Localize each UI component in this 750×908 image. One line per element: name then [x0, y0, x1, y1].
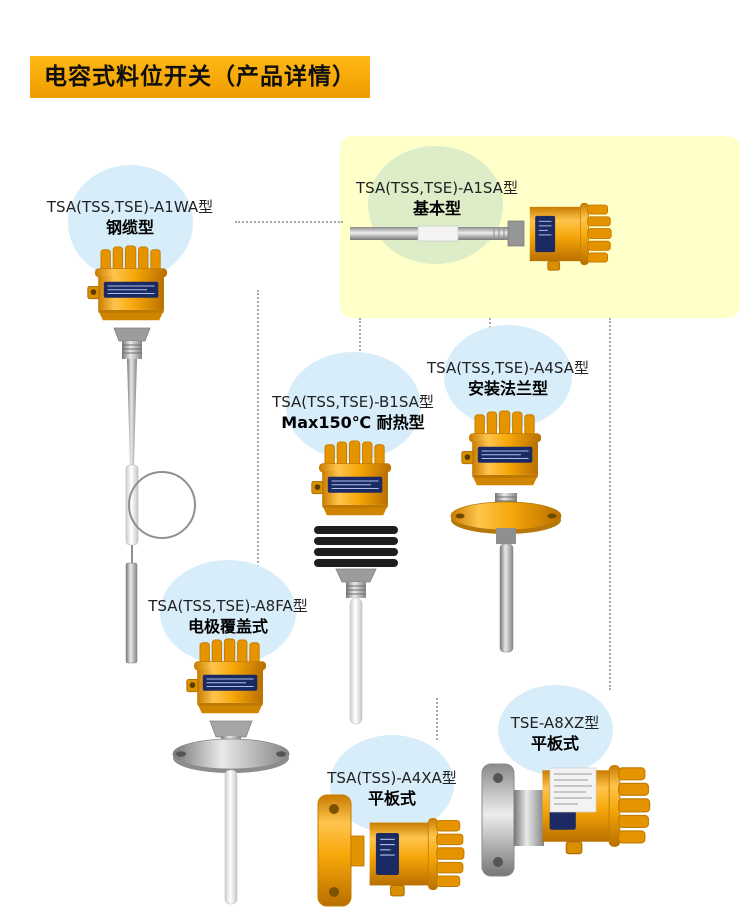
product-name: 安装法兰型	[467, 379, 548, 399]
connector-line	[436, 698, 438, 740]
product-label-b1sa: TSA(TSS,TSE)-B1SA型 Max150℃ 耐热型	[253, 392, 453, 434]
product-model: TSA(TSS,TSE)-B1SA型	[272, 393, 434, 411]
device-a4xa-plate-sensor-illustration	[317, 794, 465, 907]
product-label-a4xa: TSA(TSS)-A4XA型 平板式	[292, 768, 492, 810]
page-title: 电容式料位开关（产品详情）	[44, 64, 356, 90]
product-label-a8fa: TSA(TSS,TSE)-A8FA型 电极覆盖式	[128, 596, 328, 638]
product-name: 电极覆盖式	[187, 617, 268, 637]
page-title-banner: 电容式料位开关（产品详情）	[30, 56, 370, 98]
connector-line	[609, 318, 611, 690]
device-a8xz-plate-sensor-illustration	[481, 763, 651, 877]
device-a4sa-flange-sensor-illustration	[450, 410, 562, 653]
product-name: 平板式	[367, 789, 416, 809]
product-model: TSA(TSS)-A4XA型	[327, 769, 457, 787]
product-name: 钢缆型	[105, 218, 154, 238]
connector-line	[359, 318, 361, 378]
label-circle-a1sa	[368, 146, 503, 264]
device-a1wa-cable-sensor-illustration	[87, 245, 196, 664]
label-circle-a8xz	[498, 685, 613, 775]
product-name: 平板式	[530, 734, 579, 754]
device-b1sa-heat-sensor-illustration	[311, 440, 398, 725]
product-label-a1sa: TSA(TSS,TSE)-A1SA型 基本型	[337, 178, 537, 220]
product-model: TSA(TSS,TSE)-A1SA型	[355, 179, 518, 197]
connector-line	[235, 221, 343, 223]
product-model: TSA(TSS,TSE)-A1WA型	[46, 198, 214, 216]
connector-line	[257, 290, 259, 575]
product-model: TSA(TSS,TSE)-A4SA型	[426, 359, 589, 377]
product-label-a1wa: TSA(TSS,TSE)-A1WA型 钢缆型	[30, 197, 230, 239]
product-model: TSE-A8XZ型	[510, 714, 600, 732]
product-label-a4sa: TSA(TSS,TSE)-A4SA型 安装法兰型	[408, 358, 608, 400]
product-label-a8xz: TSE-A8XZ型 平板式	[455, 713, 655, 755]
device-a1sa-basic-sensor-illustration	[350, 202, 612, 271]
device-a8fa-covered-sensor-illustration	[172, 638, 290, 905]
product-name: 基本型	[412, 199, 461, 219]
product-name: Max150℃ 耐热型	[281, 413, 425, 433]
product-model: TSA(TSS,TSE)-A8FA型	[148, 597, 308, 615]
